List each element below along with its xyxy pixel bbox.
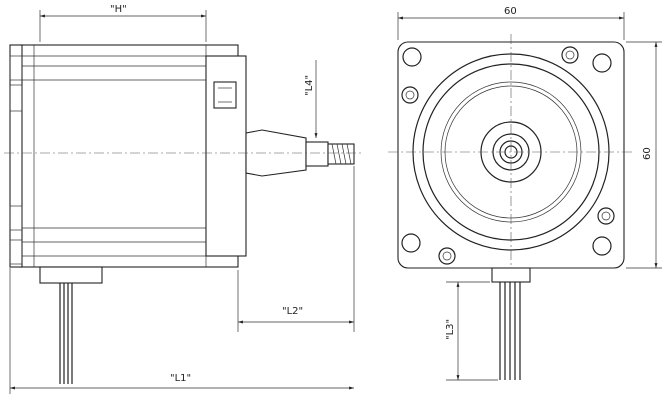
front-wires	[499, 282, 521, 380]
screw-3	[597, 207, 615, 225]
front-cable-gland	[491, 267, 531, 283]
dim-l1-label: "L1"	[170, 373, 191, 384]
rear-cap	[9, 44, 23, 268]
dim-l3-label: "L3"	[445, 319, 456, 340]
front-view: 60 60 "L3"	[388, 6, 662, 381]
dim-l2-label: "L2"	[282, 306, 303, 317]
dim-h-label: "H"	[110, 4, 127, 15]
mount-hole-top-right	[592, 53, 612, 73]
side-wires	[59, 283, 73, 384]
cable-gland	[39, 266, 103, 284]
dim-height-label: 60	[642, 147, 653, 160]
motor-body	[19, 44, 239, 268]
mount-hole-top-left	[402, 47, 422, 67]
shaft-collar	[305, 141, 329, 167]
screw-4	[438, 247, 456, 265]
mount-hole-bottom-left	[401, 233, 421, 253]
mount-hole-bottom-right	[592, 236, 612, 256]
dim-width-label: 60	[504, 6, 517, 17]
connector-box	[213, 81, 237, 109]
side-view: "H" "L4" "L2" "L1"	[4, 4, 364, 394]
screw-2	[401, 86, 419, 104]
dim-l4-label: "L4"	[304, 75, 315, 96]
screw-1	[561, 46, 579, 64]
